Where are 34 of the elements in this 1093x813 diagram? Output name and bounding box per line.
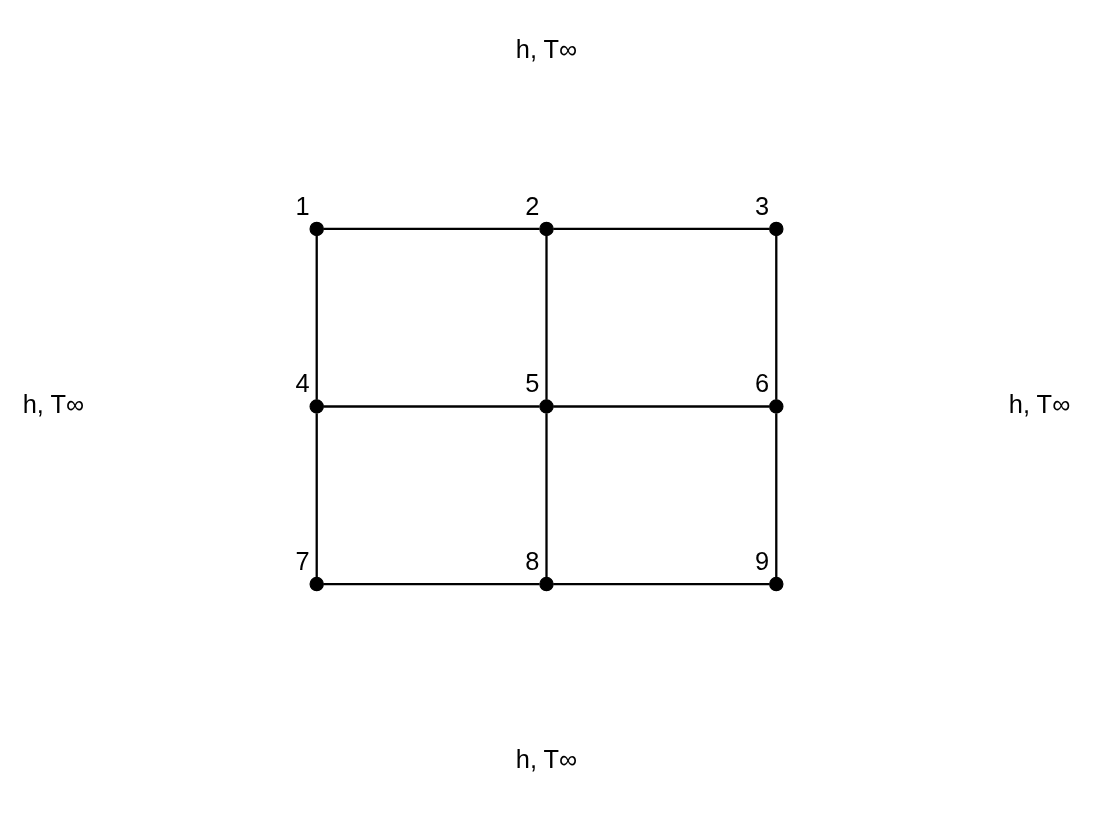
node-circle xyxy=(309,399,324,414)
node-label: 7 xyxy=(295,547,310,576)
node-label: 2 xyxy=(525,191,540,220)
label: h, T∞ xyxy=(22,389,85,418)
node-circle xyxy=(769,221,784,237)
label: h, T∞ xyxy=(1008,389,1071,418)
connector xyxy=(553,582,770,586)
connector xyxy=(775,413,778,578)
connector xyxy=(323,582,540,586)
node-circle xyxy=(539,399,554,414)
label: h, T∞ xyxy=(515,34,578,63)
node-circle xyxy=(539,576,554,592)
connector xyxy=(553,227,770,231)
node-label: 1 xyxy=(295,191,310,220)
node-label: 3 xyxy=(755,191,770,220)
label: h, T∞ xyxy=(515,745,578,774)
node-circle xyxy=(769,576,784,592)
connector xyxy=(545,235,548,400)
node-label: 9 xyxy=(755,547,770,576)
connector xyxy=(315,413,318,578)
node-circle xyxy=(309,221,324,237)
node-circle xyxy=(309,576,324,592)
connector xyxy=(323,227,540,231)
connector xyxy=(323,405,540,408)
node-label: 5 xyxy=(525,369,540,398)
node-label: 4 xyxy=(295,369,310,398)
node-label: 8 xyxy=(525,547,540,576)
node-circle xyxy=(539,221,554,237)
connector xyxy=(775,235,778,400)
node-circle xyxy=(769,399,784,414)
node-label: 6 xyxy=(755,369,770,398)
connector xyxy=(553,405,770,408)
connector xyxy=(315,235,318,400)
connector xyxy=(545,413,548,578)
